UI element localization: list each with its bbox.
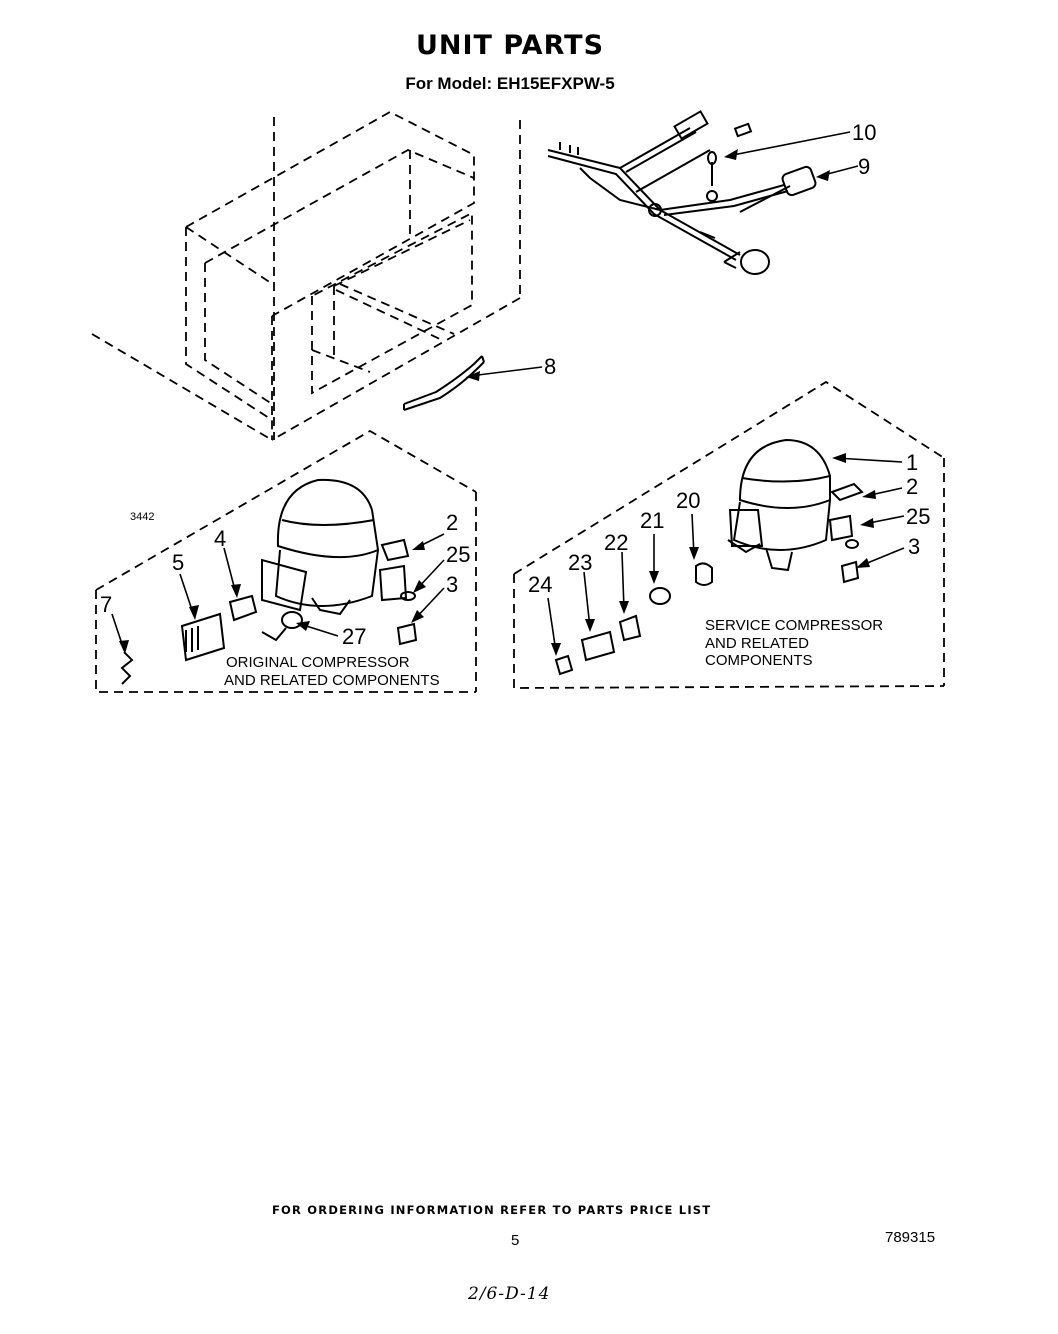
page-title: UNIT PARTS bbox=[415, 30, 605, 61]
callout-21: 21 bbox=[640, 508, 664, 533]
wiring-harness bbox=[547, 110, 817, 275]
document-number: 789315 bbox=[885, 1229, 936, 1246]
callout-2-service: 2 bbox=[906, 474, 918, 499]
original-caption-line1: ORIGINAL COMPRESSOR bbox=[226, 654, 410, 671]
callout-8: 8 bbox=[544, 354, 556, 379]
callout-25-service: 25 bbox=[906, 504, 930, 529]
callout-10: 10 bbox=[852, 120, 876, 145]
callout-3-original: 3 bbox=[446, 572, 458, 597]
callout-2-original: 2 bbox=[446, 510, 458, 535]
service-small-parts bbox=[554, 539, 860, 676]
original-caption-line2: AND RELATED COMPONENTS bbox=[224, 672, 440, 689]
callout-5: 5 bbox=[172, 550, 184, 575]
callout-20: 20 bbox=[676, 488, 700, 513]
group-captions: ORIGINAL COMPRESSOR AND RELATED COMPONEN… bbox=[224, 617, 883, 689]
original-small-parts bbox=[120, 591, 418, 685]
service-caption-line3: COMPONENTS bbox=[705, 652, 813, 669]
page-number: 5 bbox=[511, 1232, 520, 1249]
drier-tube bbox=[403, 355, 485, 411]
callout-22: 22 bbox=[604, 530, 628, 555]
ordering-note: FOR ORDERING INFORMATION REFER TO PARTS … bbox=[272, 1203, 712, 1217]
callout-4: 4 bbox=[214, 526, 226, 551]
cabinet-outline bbox=[91, 110, 521, 441]
callout-27: 27 bbox=[342, 624, 366, 649]
callout-24: 24 bbox=[528, 572, 552, 597]
original-compressor bbox=[261, 478, 410, 616]
service-compressor bbox=[727, 438, 864, 572]
service-caption-line1: SERVICE COMPRESSOR bbox=[705, 617, 883, 634]
service-caption-line2: AND RELATED bbox=[705, 635, 809, 652]
original-group-outline bbox=[95, 429, 477, 693]
callout-3-service: 3 bbox=[908, 534, 920, 559]
model-line: For Model: EH15EFXPW-5 bbox=[405, 74, 615, 93]
callout-25-original: 25 bbox=[446, 542, 470, 567]
figure-code: 3442 bbox=[130, 511, 154, 523]
callout-23: 23 bbox=[568, 550, 592, 575]
callout-7: 7 bbox=[100, 592, 112, 617]
leader-arrows bbox=[111, 131, 905, 653]
service-group-outline bbox=[513, 380, 945, 689]
arrow-heads bbox=[119, 149, 876, 656]
callout-1: 1 bbox=[906, 450, 918, 475]
handwritten-code: 2/6-D-14 bbox=[468, 1284, 551, 1304]
callout-labels: 10 9 8 1 2 25 3 20 21 22 23 24 2 25 3 27… bbox=[100, 120, 930, 649]
callout-9: 9 bbox=[858, 154, 870, 179]
